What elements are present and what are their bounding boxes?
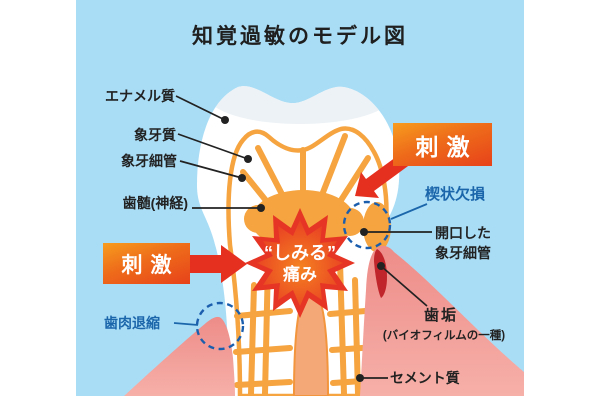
pain-line1: “しみる” <box>264 243 336 263</box>
dentin-tubules-label: 象牙細管 <box>121 153 177 169</box>
enamel-label: エナメル質 <box>105 88 175 104</box>
pulp-nerve-label: 歯髄(神経) <box>122 195 188 211</box>
dentin-label: 象牙質 <box>134 127 176 143</box>
leader-dots <box>221 116 385 382</box>
open-tubules-line2: 象牙細管 <box>435 245 491 261</box>
plaque-label: 歯垢 <box>424 307 459 324</box>
figure-title: 知覚過敏のモデル図 <box>192 25 408 48</box>
gum-recession-label: 歯肉退縮 <box>104 315 160 331</box>
leader-lines-blue <box>173 203 428 326</box>
gum-left-shape <box>124 316 235 396</box>
open-tubules-line1: 開口した <box>435 225 491 241</box>
pain-line2: 痛み <box>283 265 317 284</box>
pain-burst-inner <box>257 220 343 306</box>
gum-recession-circle <box>195 301 245 351</box>
tooth-top-shading <box>208 86 392 124</box>
plaque-shape <box>374 249 387 298</box>
wedge-defect-label: 楔状欠損 <box>425 186 486 203</box>
open-tubules-label: 開口した 象牙細管 <box>435 223 491 263</box>
leader-lines <box>175 95 432 379</box>
stimulus-box-right: 刺激 <box>393 123 492 166</box>
plaque-note-label: (バイオフィルムの一種) <box>382 330 506 342</box>
wedge-defect-circle <box>342 200 392 250</box>
pain-burst-text: “しみる” 痛み <box>238 243 362 286</box>
stimulus-box-left: 刺激 <box>103 243 190 284</box>
stimulus-arrow-left <box>189 245 247 283</box>
cementum-label: セメント質 <box>390 370 460 386</box>
